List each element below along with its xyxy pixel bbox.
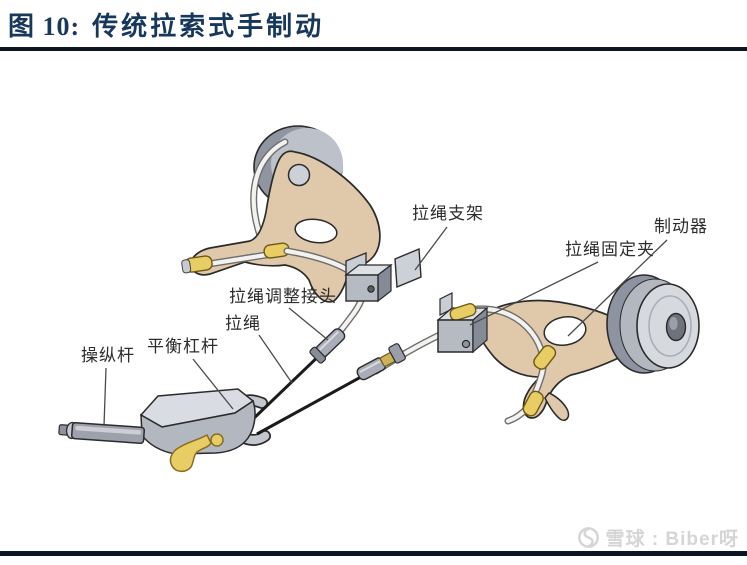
plate-oval-hole <box>294 218 338 244</box>
figure-number: 图 10: <box>8 11 81 41</box>
right-brake-assembly <box>372 274 700 425</box>
plate-small-hole <box>287 163 311 187</box>
lever-pivot <box>210 433 224 447</box>
leader-brake <box>567 239 668 337</box>
figure-title-text: 传统拉索式手制动 <box>92 11 325 41</box>
cable-end-fitting <box>181 255 213 274</box>
label-balance-lever: 平衡杠杆 <box>147 337 219 356</box>
leader-cable <box>258 334 293 384</box>
left-brake-assembly <box>181 125 422 350</box>
snowball-logo-icon <box>577 527 599 548</box>
watermark-text: 雪球 : Biber呀 <box>605 529 739 550</box>
footer-divider <box>0 551 747 556</box>
right-plate-tail <box>544 392 570 421</box>
cable-end-fitting <box>533 344 557 370</box>
cable-adjuster <box>309 328 346 364</box>
leader-balance-lever <box>192 358 234 410</box>
label-cable: 拉绳 <box>225 314 261 333</box>
right-plate-oval-hole <box>543 315 587 347</box>
leader-operating-lever <box>103 367 107 427</box>
label-cable-bracket: 拉绳支架 <box>412 204 484 223</box>
cable-adjuster <box>356 343 406 381</box>
handbrake-lever-assembly <box>58 328 406 473</box>
header-divider <box>0 47 747 51</box>
label-cable-fixing-clip: 拉绳固定夹 <box>565 240 655 259</box>
cable-clamp-box <box>436 292 489 354</box>
leader-lines <box>103 226 668 427</box>
label-brake: 制动器 <box>654 217 708 236</box>
watermark: 雪球 : Biber呀 <box>577 524 739 551</box>
cable-bracket-box <box>344 252 393 303</box>
hand-grip <box>58 421 146 445</box>
label-operating-lever: 操纵杆 <box>81 346 135 365</box>
leader-cable-bracket <box>414 226 448 271</box>
cable-bracket-plate <box>394 247 422 289</box>
label-cable-adjusting-joint: 拉绳调整接头 <box>229 287 337 306</box>
cable-end-fitting <box>522 390 544 417</box>
pull-cables <box>249 348 371 436</box>
brake-drum <box>606 274 700 374</box>
release-pawl <box>169 433 212 473</box>
figure-title: 图 10: 传统拉索式手制动 <box>8 4 324 44</box>
leader-cable-adjusting-joint <box>288 307 329 341</box>
leader-cable-fixing-clip <box>469 261 599 326</box>
